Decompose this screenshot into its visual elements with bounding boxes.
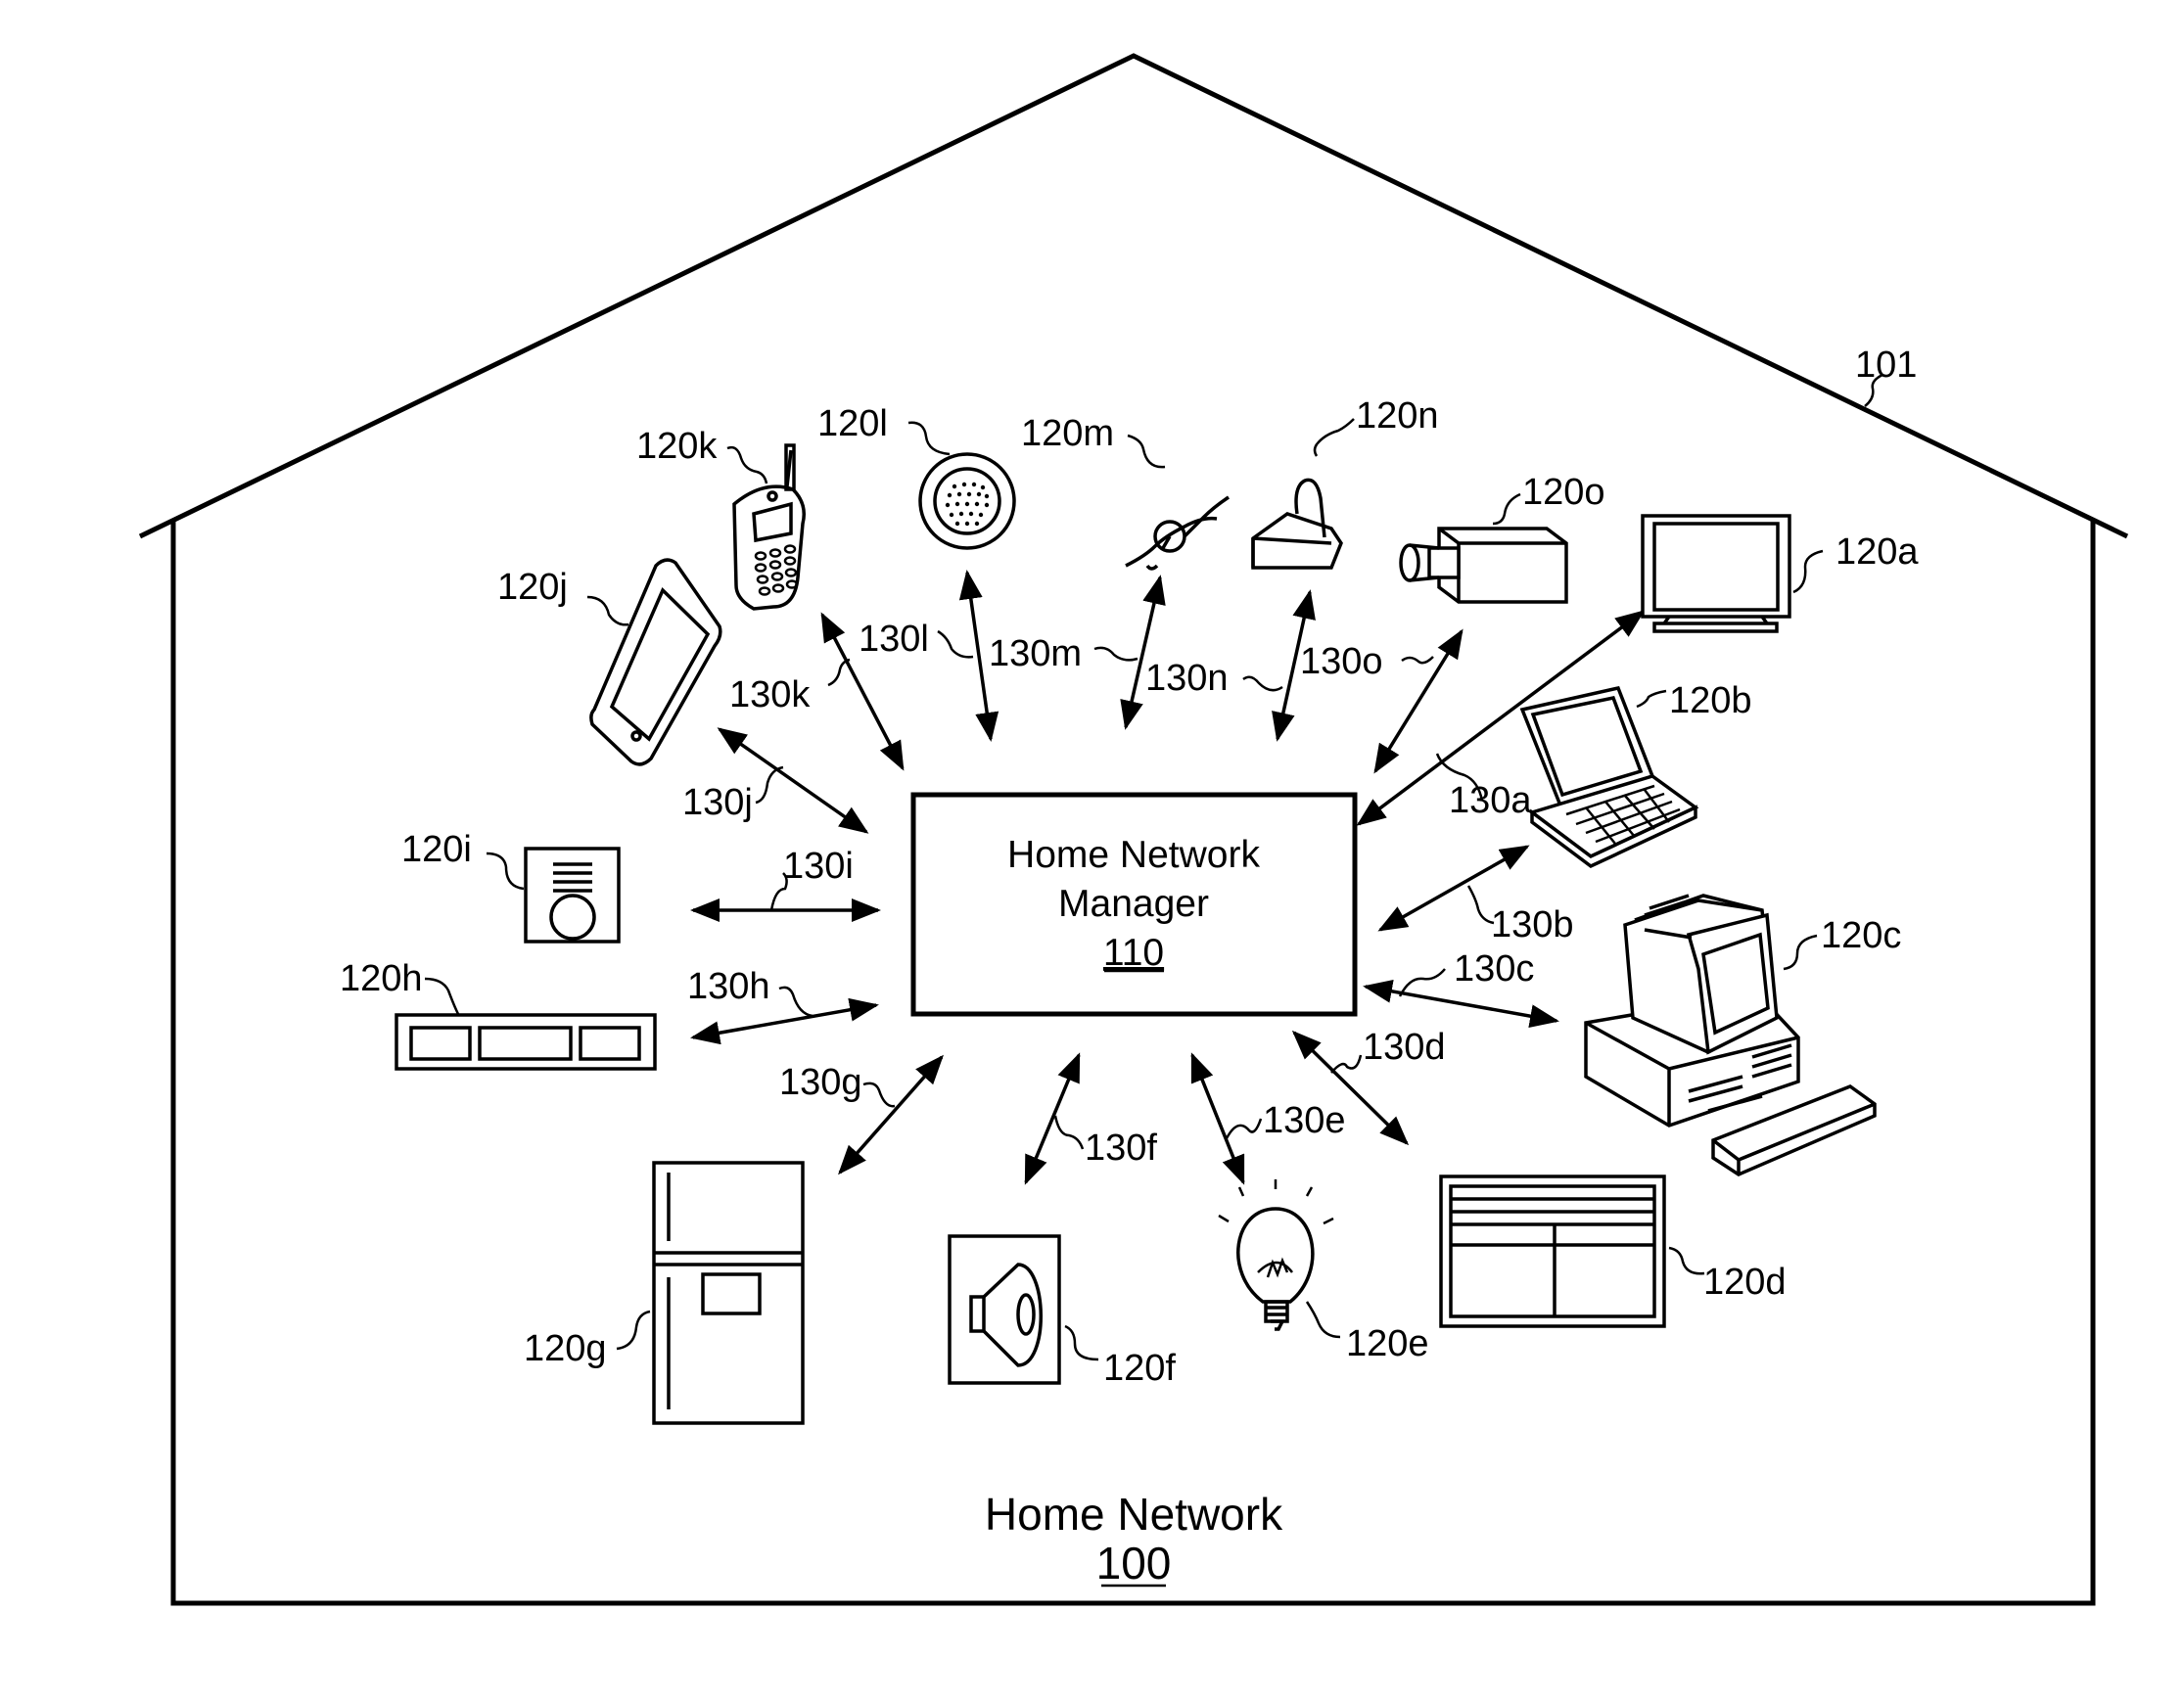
label-120l: 120l	[817, 403, 888, 444]
label-130c: 130c	[1454, 948, 1534, 990]
figure-title: Home Network 100	[985, 1489, 1283, 1589]
arrow-130c	[1366, 987, 1557, 1021]
label-120m: 120m	[1021, 413, 1114, 454]
label-120j: 120j	[497, 567, 568, 608]
label-120c: 120c	[1821, 915, 1901, 956]
label-130l: 130l	[859, 619, 929, 660]
set-top-box-icon	[396, 1015, 655, 1069]
arrow-130f	[1026, 1055, 1079, 1182]
label-120a: 120a	[1835, 531, 1919, 573]
label-130o: 130o	[1300, 641, 1383, 682]
label-130n: 130n	[1145, 658, 1229, 699]
label-120o: 120o	[1522, 472, 1605, 513]
title-text: Home Network	[985, 1489, 1283, 1540]
label-130i: 130i	[783, 846, 854, 887]
refrigerator-icon	[654, 1163, 803, 1423]
manager-number: 110	[1103, 932, 1164, 974]
manager-line2: Manager	[1058, 883, 1209, 925]
arrow-130o	[1375, 631, 1462, 771]
label-130d: 130d	[1363, 1027, 1446, 1068]
window-icon	[1441, 1176, 1664, 1326]
label-130m: 130m	[989, 633, 1082, 674]
tablet-icon	[591, 560, 720, 764]
arrow-130e	[1192, 1055, 1243, 1182]
label-130g: 130g	[779, 1062, 862, 1103]
label-120b: 120b	[1669, 680, 1752, 721]
mobile-phone-icon	[734, 445, 804, 609]
thermostat-sensor-icon	[1126, 497, 1229, 569]
label-120i: 120i	[401, 829, 472, 870]
speaker-icon	[950, 1236, 1059, 1383]
smoke-detector-icon	[920, 454, 1014, 548]
label-130k: 130k	[729, 674, 811, 715]
title-number: 100	[1096, 1538, 1172, 1589]
security-camera-icon	[1401, 529, 1566, 602]
arrow-130m	[1126, 577, 1160, 727]
television-icon	[1643, 516, 1789, 631]
label-130b: 130b	[1491, 904, 1574, 945]
arrow-130h	[693, 1005, 876, 1037]
light-bulb-icon	[1219, 1179, 1333, 1329]
manager-line1: Home Network	[1007, 834, 1260, 876]
arrow-130l	[967, 573, 991, 739]
label-130f: 130f	[1085, 1128, 1157, 1169]
intercom-icon	[526, 849, 619, 942]
label-120f: 120f	[1103, 1348, 1176, 1389]
label-120k: 120k	[636, 426, 718, 467]
label-120n: 120n	[1356, 395, 1439, 437]
label-120h: 120h	[340, 958, 423, 999]
home-network-manager: Home Network Manager 110	[913, 795, 1355, 1014]
label-130e: 130e	[1263, 1100, 1346, 1141]
label-120g: 120g	[524, 1328, 607, 1369]
label-120d: 120d	[1703, 1262, 1787, 1303]
label-130j: 130j	[682, 782, 753, 823]
label-130a: 130a	[1449, 780, 1532, 821]
label-120e: 120e	[1346, 1323, 1429, 1364]
label-130h: 130h	[687, 966, 770, 1007]
label-101: 101	[1855, 345, 1917, 386]
alarm-icon	[1253, 480, 1341, 568]
